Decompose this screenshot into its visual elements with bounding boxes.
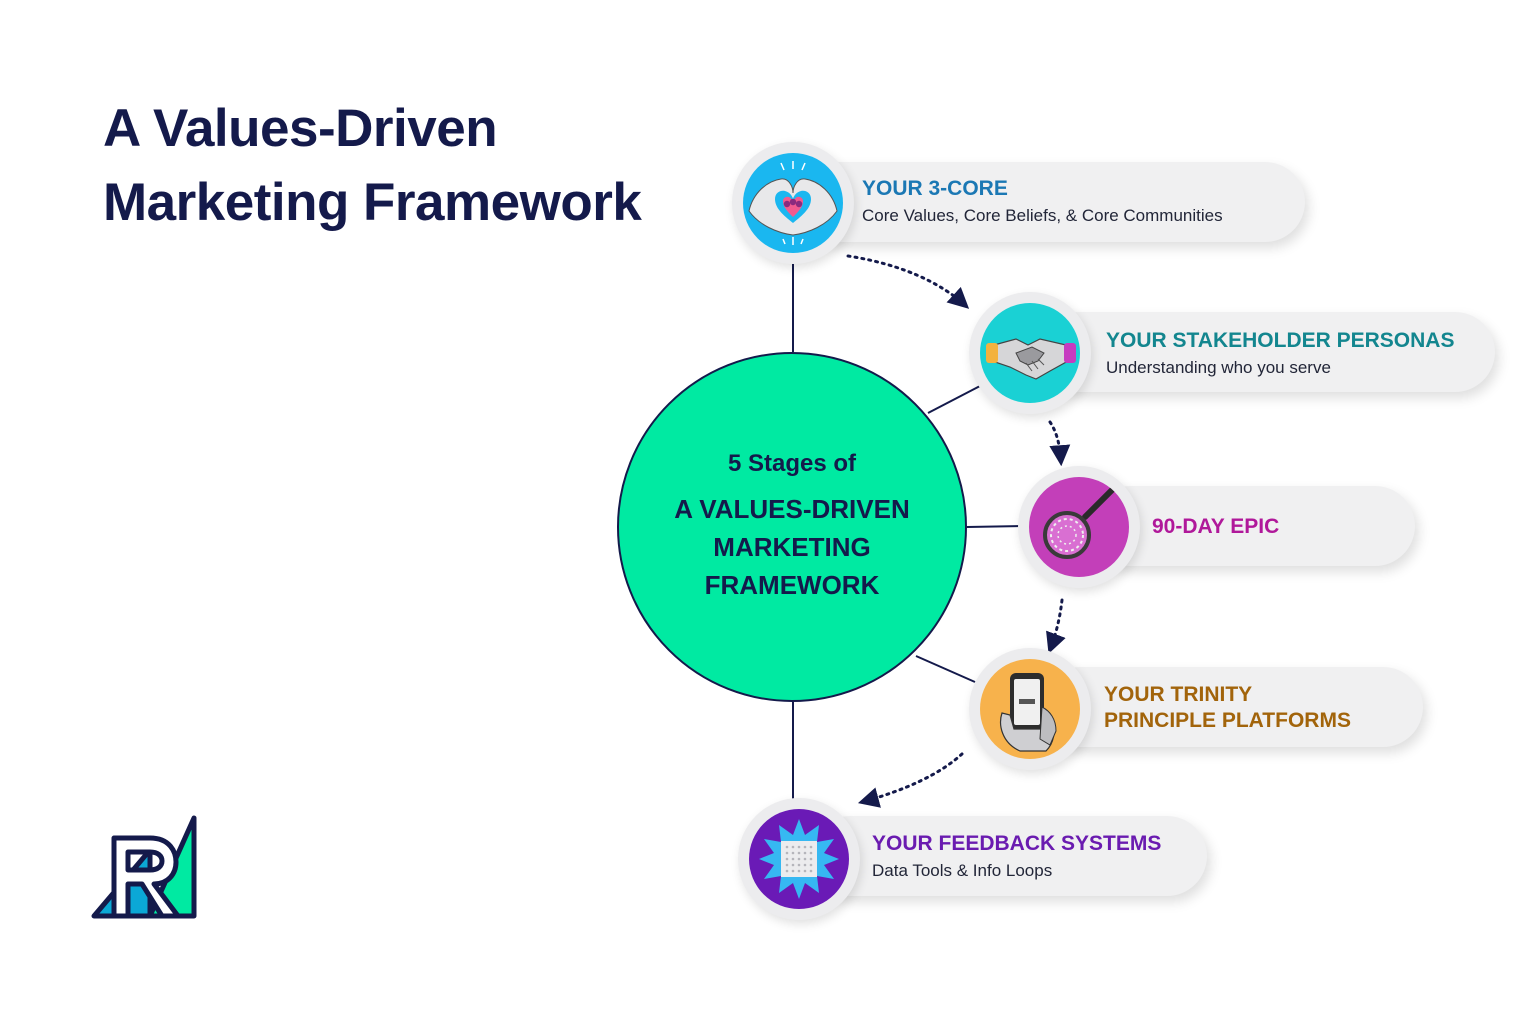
stage-3-badge xyxy=(1018,466,1140,588)
stage-5-title: YOUR FEEDBACK SYSTEMS xyxy=(872,832,1162,855)
stage-3-card xyxy=(1090,486,1415,566)
connector-hub-stage-3 xyxy=(966,525,1023,528)
stage-4-text: YOUR TRINITY PRINCIPLE PLATFORMS xyxy=(1104,682,1351,734)
stage-5-card xyxy=(810,816,1207,896)
flow-arrow-2-to-3 xyxy=(1048,420,1071,467)
stage-1-badge xyxy=(732,142,854,264)
framework-hub: 5 Stages of A VALUES-DRIVEN MARKETING FR… xyxy=(617,352,967,702)
stage-1-description: Core Values, Core Beliefs, & Core Commun… xyxy=(862,206,1223,225)
flow-arrow-4-to-5 xyxy=(857,752,964,808)
stage-2-title: YOUR STAKEHOLDER PERSONAS xyxy=(1106,329,1455,352)
stage-3-title: 90-DAY EPIC xyxy=(1152,515,1280,538)
connector-hub-stage-2 xyxy=(927,385,981,414)
heart-hands-icon xyxy=(743,153,843,253)
burst-chip-icon xyxy=(749,809,849,909)
stage-3-text: 90-DAY EPIC xyxy=(1152,514,1279,540)
stage-4-badge xyxy=(969,648,1091,770)
flow-arrow-3-to-4 xyxy=(1046,598,1066,654)
stage-5-badge xyxy=(738,798,860,920)
phone-in-hand-icon xyxy=(980,659,1080,759)
stage-5-description: Data Tools & Info Loops xyxy=(872,861,1053,880)
stage-4-title-line-2: PRINCIPLE PLATFORMS xyxy=(1104,709,1351,732)
stage-2-description: Understanding who you serve xyxy=(1106,358,1331,377)
hub-heading: A VALUES-DRIVEN MARKETING FRAMEWORK xyxy=(674,494,910,600)
stage-4-card xyxy=(1040,667,1423,747)
stage-2-badge xyxy=(969,292,1091,414)
magnifier-icon xyxy=(1029,477,1129,577)
connector-hub-stage-4 xyxy=(915,655,976,683)
stage-1-title: YOUR 3-CORE xyxy=(862,177,1008,200)
stage-2-text: YOUR STAKEHOLDER PERSONAS Understanding … xyxy=(1106,328,1454,382)
flow-arrow-1-to-2 xyxy=(846,254,970,309)
handshake-icon xyxy=(980,303,1080,403)
stage-1-card xyxy=(800,162,1305,242)
brand-logo xyxy=(91,815,197,919)
stage-5-text: YOUR FEEDBACK SYSTEMS Data Tools & Info … xyxy=(872,831,1161,885)
title-line-2: Marketing Framework xyxy=(103,173,642,232)
stage-1-text: YOUR 3-CORE Core Values, Core Beliefs, &… xyxy=(862,176,1223,230)
title-line-1: A Values-Driven xyxy=(103,99,498,158)
hub-subtitle: 5 Stages of xyxy=(727,450,857,477)
page-title: A Values-Driven Marketing Framework xyxy=(103,92,703,240)
stage-2-card xyxy=(1040,312,1495,392)
stage-4-title-line-1: YOUR TRINITY xyxy=(1104,683,1253,706)
